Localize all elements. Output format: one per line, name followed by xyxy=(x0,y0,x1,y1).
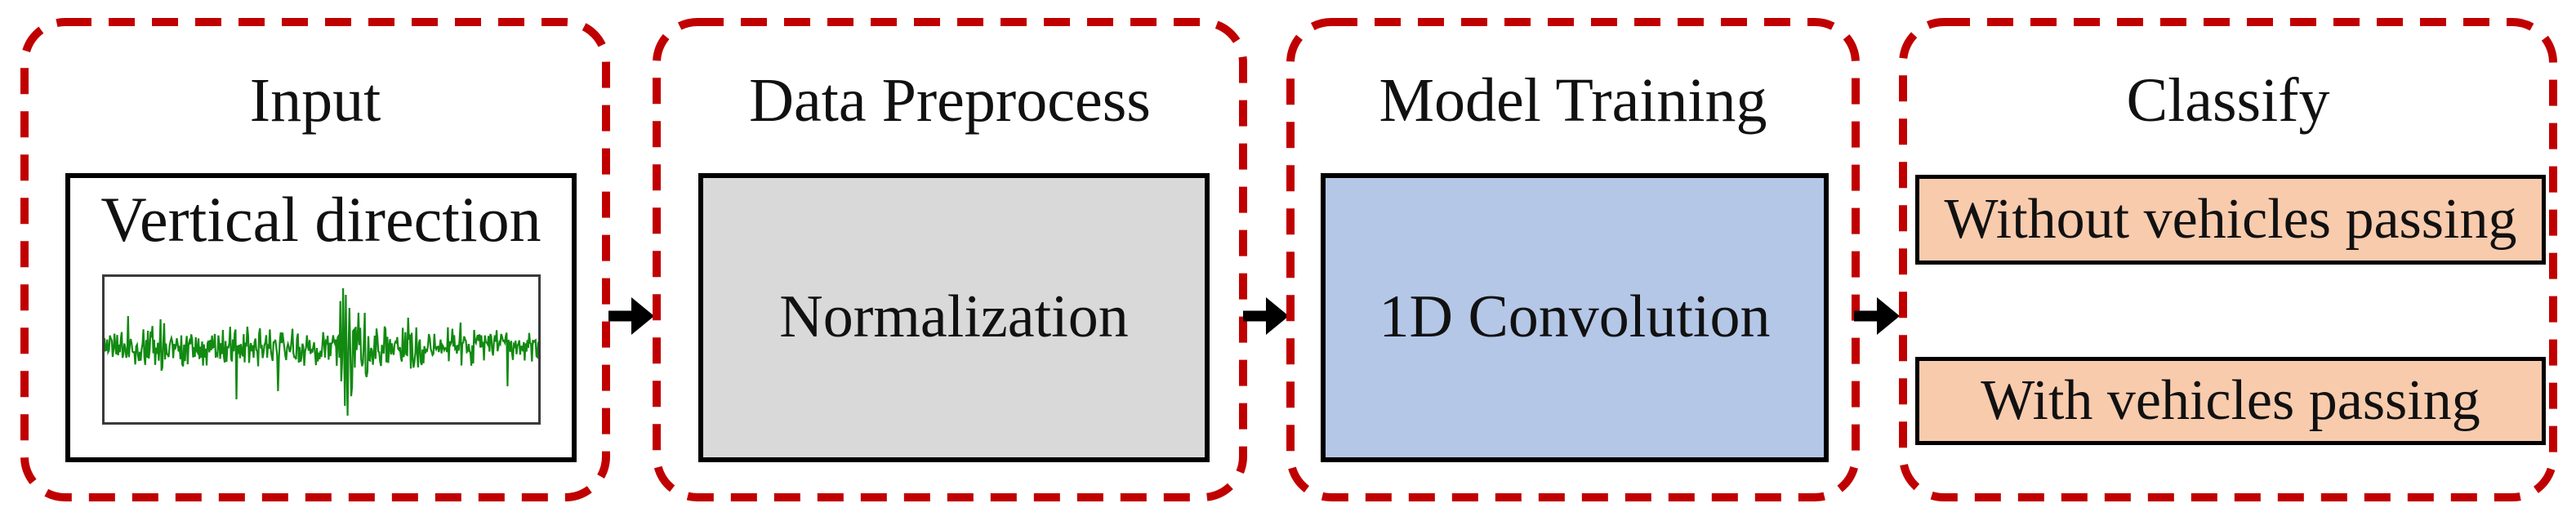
convolution-label: 1D Convolution xyxy=(1379,283,1771,351)
arrow-training-to-classify xyxy=(1854,297,1900,335)
dashed-frame xyxy=(653,18,1247,501)
dashed-frame xyxy=(20,18,610,501)
convolution-box: 1D Convolution xyxy=(1321,173,1829,462)
vibration-waveform xyxy=(101,274,541,425)
arrow-input-to-preprocess xyxy=(608,297,654,335)
panel-title-model-training: Model Training xyxy=(1379,66,1767,135)
class-without-vehicles-box: Without vehicles passing xyxy=(1915,175,2546,265)
panel-data-preprocess: Data Preprocess Normalization xyxy=(653,18,1247,501)
panel-model-training: Model Training 1D Convolution xyxy=(1286,18,1860,501)
class-without-vehicles-label: Without vehicles passing xyxy=(1944,187,2517,251)
panel-input: Input Vertical direction xyxy=(20,18,610,501)
input-box-label: Vertical direction xyxy=(100,184,541,255)
class-with-vehicles-label: With vehicles passing xyxy=(1981,368,2480,432)
dashed-frame xyxy=(1899,18,2557,501)
normalization-box: Normalization xyxy=(698,173,1210,462)
arrow-preprocess-to-training xyxy=(1243,297,1289,335)
panel-classify: Classify Without vehicles passing With v… xyxy=(1899,18,2557,501)
panel-title-input: Input xyxy=(249,66,381,135)
dashed-frame xyxy=(1286,18,1860,501)
panel-title-classify: Classify xyxy=(2126,66,2330,135)
class-with-vehicles-box: With vehicles passing xyxy=(1915,357,2546,445)
input-signal-box: Vertical direction xyxy=(65,173,577,462)
normalization-label: Normalization xyxy=(779,283,1129,351)
panel-title-data-preprocess: Data Preprocess xyxy=(749,66,1151,135)
